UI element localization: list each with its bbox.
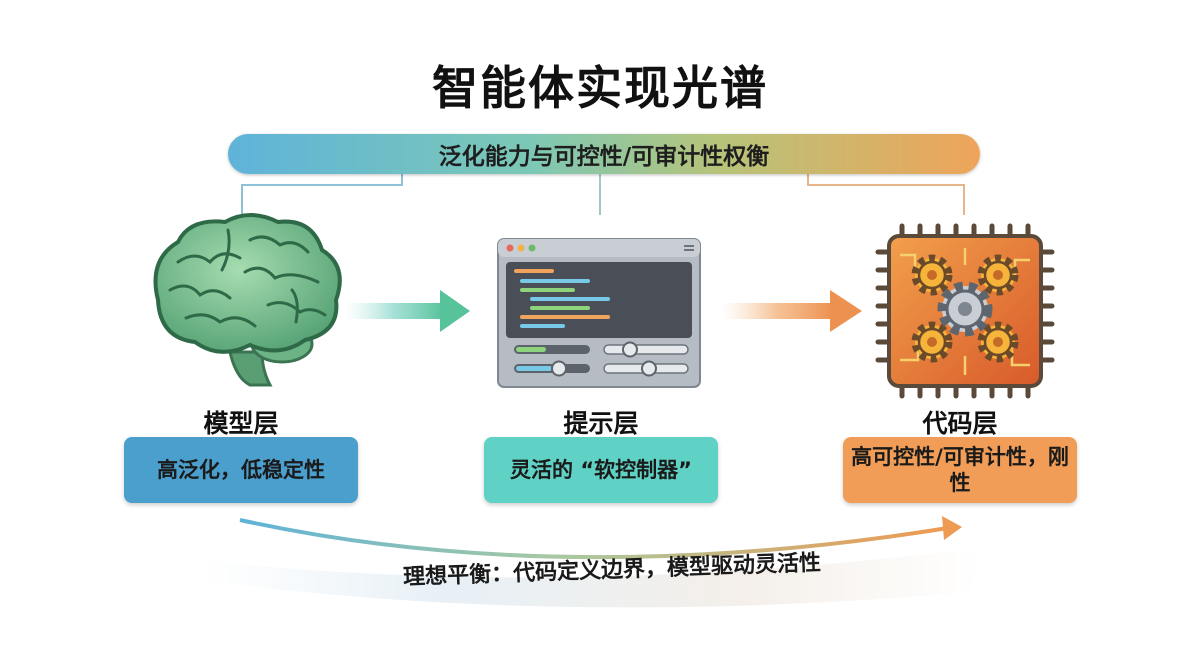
- balance-curve-arrow: [200, 516, 980, 608]
- code-layer-desc: 高可控性/可审计性，刚性: [851, 444, 1069, 495]
- gear-icon: [911, 321, 953, 363]
- arrow-prompt-to-code: [722, 290, 862, 332]
- model-layer-desc: 高泛化，低稳定性: [157, 457, 325, 482]
- tradeoff-bar-label: 泛化能力与可控性/可审计性权衡: [438, 144, 770, 170]
- page-title: 智能体实现光谱: [432, 61, 768, 115]
- gear-icon: [977, 254, 1019, 296]
- prompt-layer-desc: 灵活的 “软控制器”: [510, 457, 692, 482]
- gear-icon: [977, 321, 1019, 363]
- chip-gears-icon: [875, 223, 1055, 399]
- prompt-layer-box: 灵活的 “软控制器”: [484, 437, 718, 503]
- brain-icon: [153, 213, 342, 387]
- connector-lines: [241, 172, 965, 215]
- model-layer-title: 模型层: [203, 409, 279, 438]
- tradeoff-bar: 泛化能力与可控性/可审计性权衡: [228, 134, 980, 174]
- gear-icon: [911, 254, 953, 296]
- code-layer-box: 高可控性/可审计性，刚性: [843, 437, 1077, 503]
- prompt-layer-title: 提示层: [563, 409, 639, 438]
- prompt-window-icon: [497, 238, 701, 388]
- center-gear-icon: [937, 281, 993, 337]
- code-layer-title: 代码层: [922, 409, 998, 438]
- model-layer-box: 高泛化，低稳定性: [124, 437, 358, 503]
- arrow-model-to-prompt: [345, 290, 470, 332]
